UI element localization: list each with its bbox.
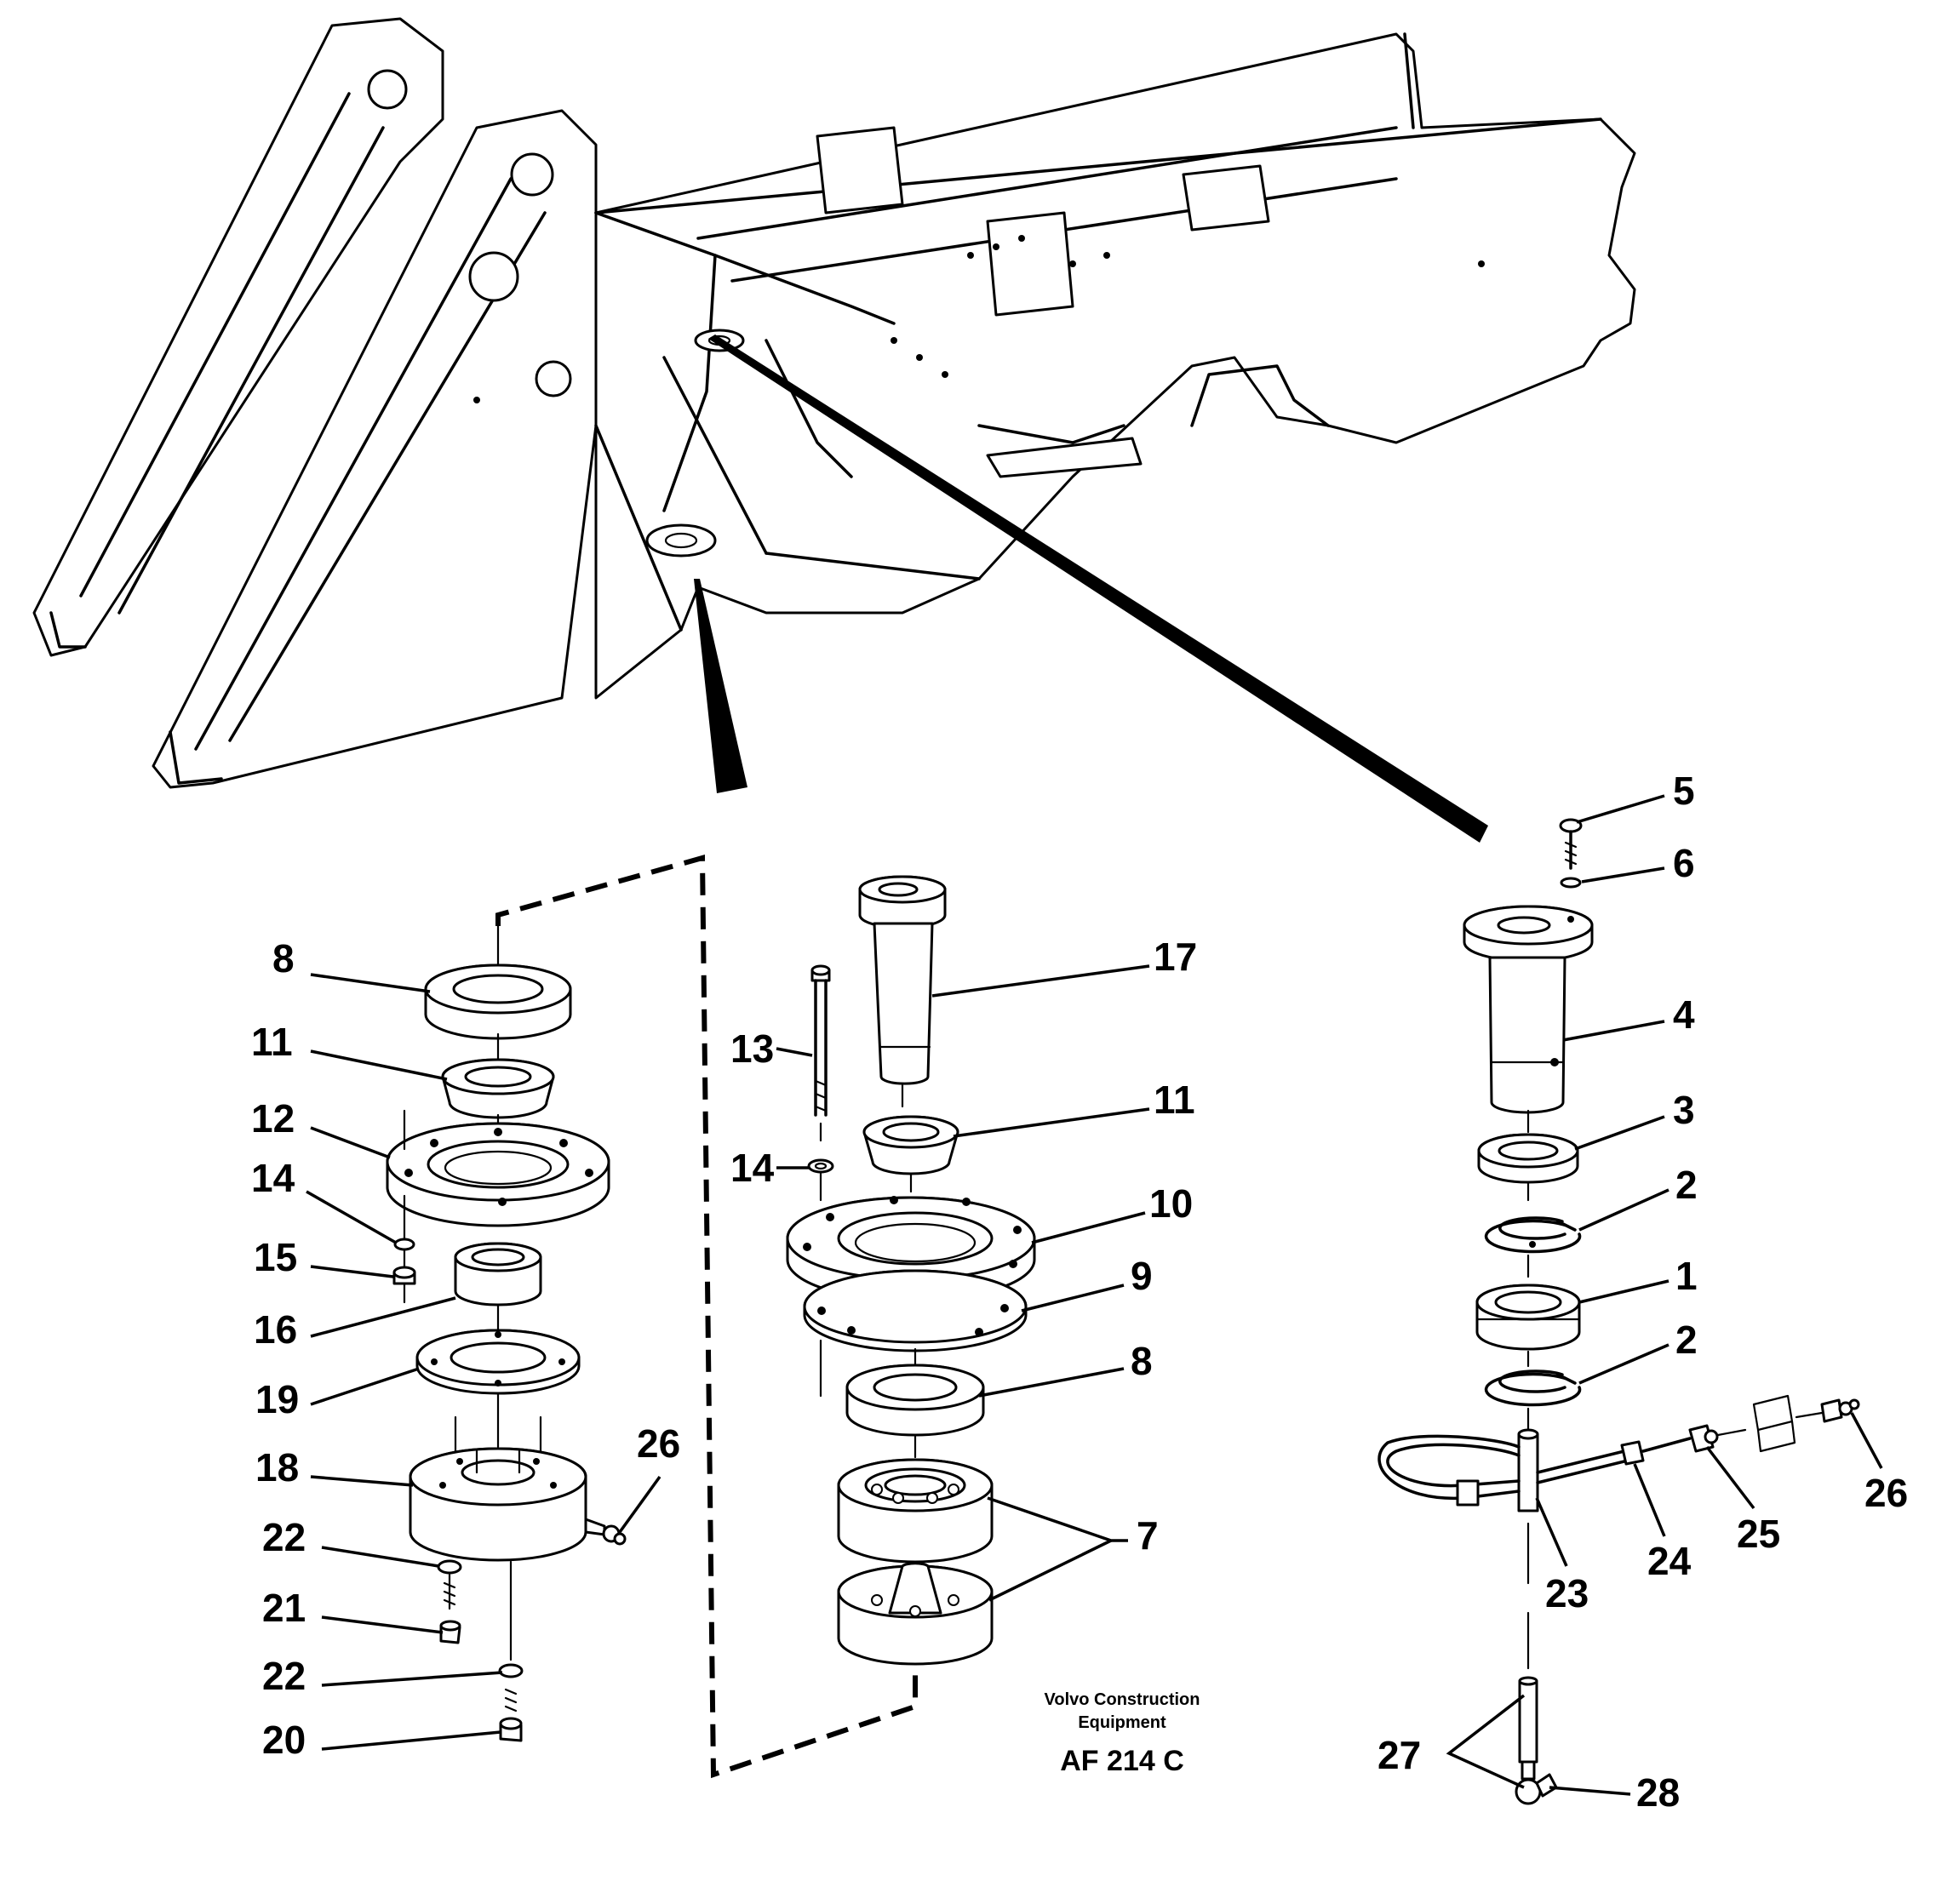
callout-10: 10 — [1149, 1181, 1193, 1226]
callout-26-left: 26 — [637, 1421, 680, 1466]
callout-8-middle: 8 — [1131, 1339, 1153, 1383]
dashed-connection — [495, 855, 918, 1779]
caption-company-line2: Equipment — [1078, 1713, 1166, 1732]
drawing-code: AF 214 C — [1060, 1745, 1184, 1777]
callout-21: 21 — [262, 1586, 306, 1630]
callout-20: 20 — [262, 1718, 306, 1762]
caption-company: Volvo Construction — [1045, 1690, 1200, 1709]
callout-17: 17 — [1154, 935, 1197, 979]
callout-1: 1 — [1675, 1254, 1698, 1298]
pointer-arrow-lower — [694, 579, 747, 793]
callout-13: 13 — [730, 1026, 774, 1071]
callout-22-upper: 22 — [262, 1515, 306, 1559]
pointer-arrow-upper — [708, 334, 1488, 843]
callout-14-left: 14 — [251, 1156, 295, 1200]
callout-26-right: 26 — [1864, 1471, 1908, 1515]
loader-front-frame — [32, 17, 1636, 789]
middle-bearing-assembly — [786, 875, 1036, 1666]
callout-23: 23 — [1545, 1571, 1589, 1615]
callout-8-left: 8 — [272, 936, 295, 981]
callout-18: 18 — [255, 1445, 299, 1489]
callout-11-middle: 11 — [1154, 1078, 1195, 1122]
caption-block: Volvo Construction Equipment AF 214 C — [1045, 1690, 1200, 1777]
callout-6: 6 — [1673, 841, 1695, 885]
callout-labels: 8 11 12 14 15 16 19 18 26 22 21 22 20 17… — [251, 769, 1908, 1815]
callout-24: 24 — [1647, 1539, 1692, 1583]
callout-19: 19 — [255, 1377, 299, 1421]
callout-16: 16 — [254, 1307, 297, 1352]
callout-7: 7 — [1137, 1513, 1159, 1558]
callout-11-left: 11 — [251, 1020, 293, 1064]
callout-22-lower: 22 — [262, 1654, 306, 1698]
left-bearing-assembly — [386, 924, 627, 1742]
callout-12: 12 — [251, 1096, 295, 1141]
callout-2-lower: 2 — [1675, 1318, 1698, 1362]
callout-4: 4 — [1673, 992, 1695, 1037]
callout-2-upper: 2 — [1675, 1163, 1698, 1207]
callout-5: 5 — [1673, 769, 1695, 813]
right-bearing-assembly — [1377, 818, 1860, 1805]
callout-9: 9 — [1131, 1254, 1153, 1298]
callout-3: 3 — [1673, 1088, 1695, 1132]
leader-lines — [306, 794, 1883, 1796]
callout-14-middle: 14 — [730, 1146, 775, 1190]
callout-27: 27 — [1377, 1733, 1421, 1777]
callout-15: 15 — [254, 1235, 297, 1279]
callout-25: 25 — [1737, 1512, 1780, 1556]
callout-28: 28 — [1636, 1770, 1680, 1815]
